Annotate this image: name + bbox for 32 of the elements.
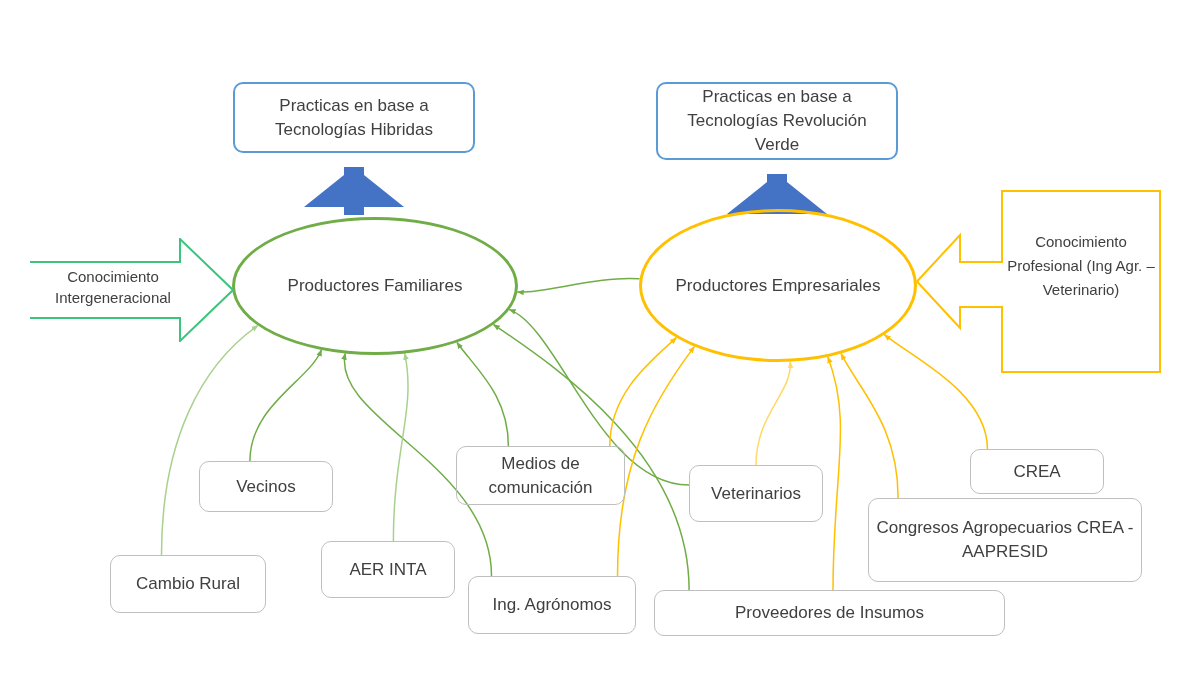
source-box: CREA	[970, 449, 1104, 494]
arrow	[883, 333, 989, 450]
arrow	[827, 356, 842, 591]
arrow	[755, 360, 793, 466]
producer-ellipse: Productores Familiares	[232, 217, 518, 355]
arrow	[609, 336, 678, 447]
arrow-callout	[916, 190, 1161, 373]
source-box: Congresos Agropecuarios CREA - AAPRESID	[868, 498, 1142, 582]
arrow	[392, 352, 409, 542]
source-box: Ing. Agrónomos	[468, 576, 636, 634]
source-box: Cambio Rural	[110, 555, 266, 613]
outcome-box: Practicas en base a Tecnologías Hibridas	[233, 82, 475, 153]
block-arrow	[727, 174, 827, 214]
arrow	[516, 277, 641, 295]
arrow	[492, 323, 690, 591]
arrow	[249, 349, 323, 462]
arrow	[840, 352, 899, 499]
producer-ellipse: Productores Empresariales	[639, 209, 917, 362]
source-box: AER INTA	[321, 541, 455, 598]
arrow	[160, 324, 259, 556]
arrow	[342, 352, 493, 577]
source-box: Proveedores de Insumos	[654, 590, 1005, 636]
callout-text: Conocimiento Profesional (Ing Agr. – Veterinario)	[1006, 232, 1156, 300]
outcome-box: Practicas en base a Tecnologías Revolución Verde	[656, 82, 898, 160]
arrow	[456, 341, 510, 447]
block-arrow	[304, 167, 404, 215]
source-box: Vecinos	[199, 461, 333, 512]
callout-text: Conocimiento Intergeneracional	[54, 267, 172, 308]
source-box: Medios de comunicación	[456, 446, 625, 505]
arrow	[508, 308, 690, 486]
arrow	[616, 345, 696, 577]
source-box: Veterinarios	[689, 465, 823, 522]
